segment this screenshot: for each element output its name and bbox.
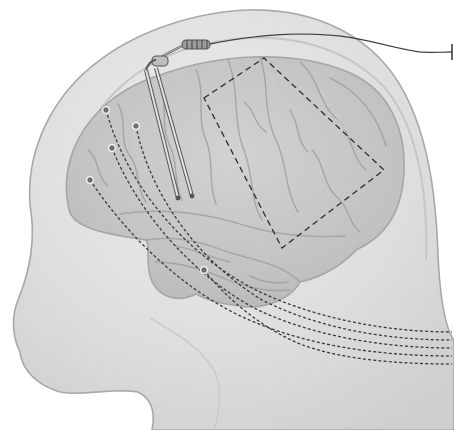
- contact-point: [109, 145, 116, 152]
- contact-point: [133, 123, 140, 130]
- contact-point: [201, 267, 208, 274]
- contact-point: [103, 107, 110, 114]
- contact-point: [87, 177, 94, 184]
